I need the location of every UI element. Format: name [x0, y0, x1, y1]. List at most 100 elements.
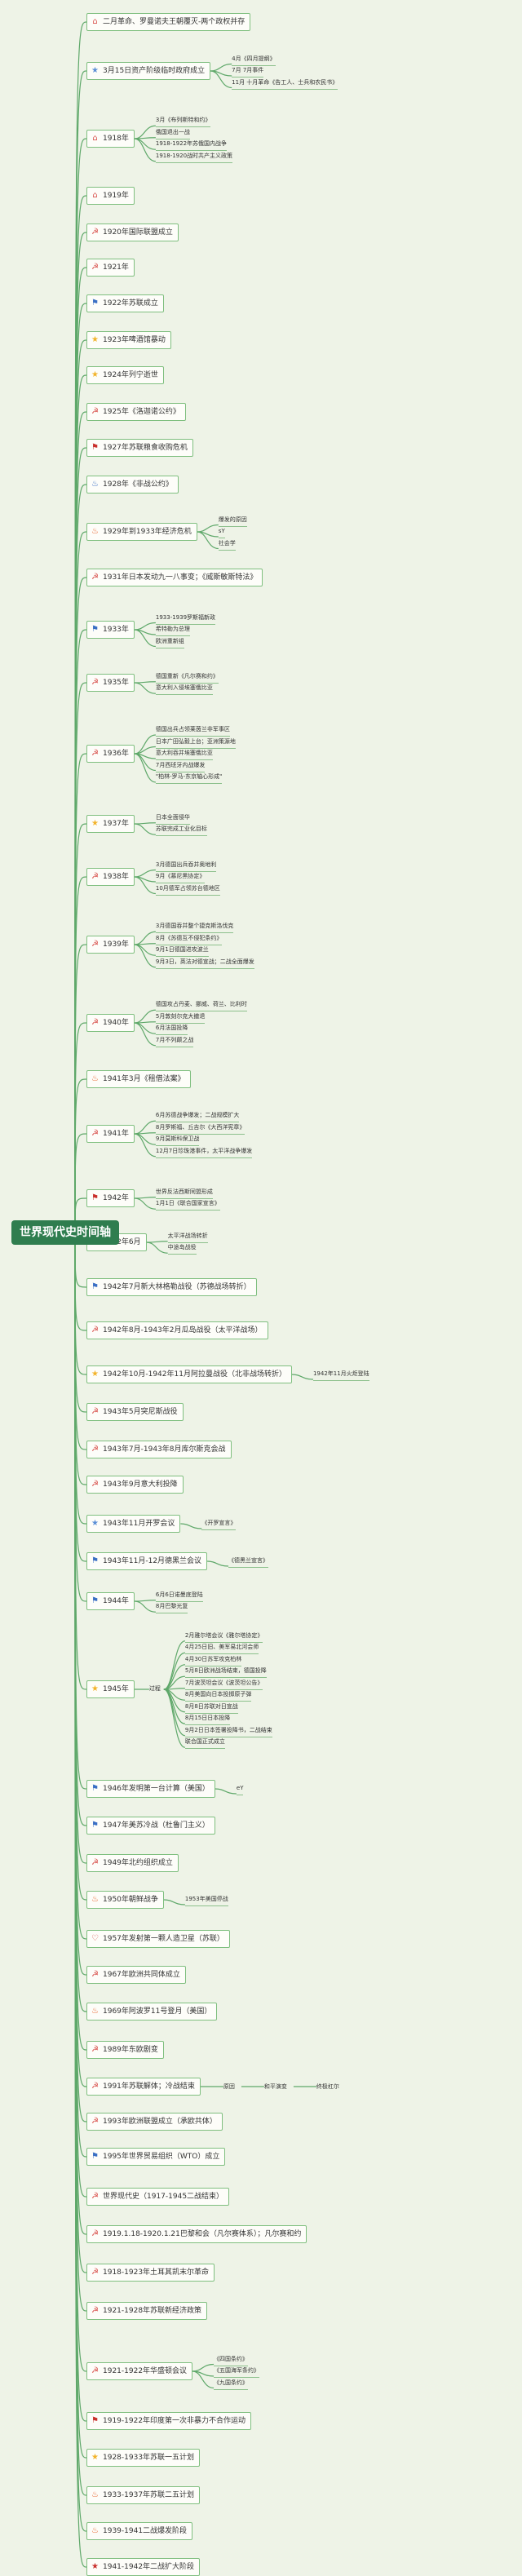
timeline-node[interactable]: ⌂1919年 [86, 187, 135, 205]
root-node[interactable]: 世界现代史时间轴 [11, 1220, 119, 1245]
leaf-note: "柏林-罗马-东京轴心形成" [155, 772, 223, 784]
timeline-node[interactable]: ⚑1942年 [86, 1189, 135, 1207]
timeline-node[interactable]: ★1942年10月-1942年11月阿拉曼战役（北非战场转折） [86, 1365, 292, 1383]
timeline-node[interactable]: ☭1935年 [86, 674, 135, 692]
node-label: 1935年 [103, 679, 129, 687]
leaf-note: 8月8日苏联对日宣战 [184, 1702, 238, 1714]
process-label: 过程 [148, 1685, 161, 1692]
timeline-node[interactable]: ⚑1946年发明第一台计算（美国） [86, 1780, 215, 1798]
timeline-node[interactable]: ☭1943年5月突尼斯战役 [86, 1403, 184, 1421]
timeline-node[interactable]: ★3月15日资产阶级临时政府成立 [86, 62, 211, 80]
flag-icon: ⚑ [91, 1556, 99, 1565]
timeline-node[interactable]: ⚑1927年苏联粮食收购危机 [86, 439, 193, 457]
heart-icon: ♡ [91, 1934, 99, 1943]
timeline-node[interactable]: ☭1921年 [86, 259, 135, 277]
timeline-node[interactable]: ☭1938年 [86, 868, 135, 886]
sickle-icon: ☭ [91, 1407, 99, 1416]
timeline-node[interactable]: ☭1931年日本发动九一八事变；《威斯敏斯特法》 [86, 569, 263, 586]
node-label: 1921年 [103, 263, 129, 272]
timeline-node[interactable]: ⚑1942年7月新大林格勒战役（苏德战场转折） [86, 1278, 257, 1296]
timeline-node[interactable]: ★1937年 [86, 815, 135, 833]
timeline-node[interactable]: ★1943年11月开罗会议 [86, 1515, 181, 1533]
timeline-node[interactable]: ♨1969年阿波罗11号登月（美国） [86, 2003, 218, 2021]
timeline-node[interactable]: ☭1920年国际联盟成立 [86, 224, 179, 241]
flag-icon: ⚑ [91, 1821, 99, 1830]
timeline-node[interactable]: ☭1943年7月-1943年8月库尔斯克会战 [86, 1441, 232, 1458]
leaf-line [134, 822, 156, 825]
leaf-line [210, 70, 232, 89]
sickle-icon: ☭ [91, 2229, 99, 2238]
timeline-node[interactable]: ☭1940年 [86, 1014, 135, 1032]
timeline-node[interactable]: ☭世界现代史（1917-1945二战结束） [86, 2188, 230, 2206]
star-icon: ★ [91, 1370, 99, 1379]
timeline-node[interactable]: ⌂二月革命、罗曼诺夫王朝覆灭-两个政权并存 [86, 13, 251, 31]
sickle-icon: ☭ [91, 872, 99, 881]
leaf-line [134, 734, 156, 755]
leaf-note: 3月《布列斯特和约》 [155, 115, 211, 128]
sickle-icon: ☭ [91, 1445, 99, 1454]
timeline-node[interactable]: ☭1942年8月-1943年2月瓜岛战役（太平洋战场） [86, 1321, 268, 1339]
branch-line [74, 876, 87, 1233]
timeline-node[interactable]: ♨1929年到1933年经济危机 [86, 523, 197, 541]
timeline-node[interactable]: ♨1928年《非战公约》 [86, 476, 179, 494]
timeline-node[interactable]: ★1941-1942年二战扩大阶段 [86, 2558, 201, 2576]
leaf-line [134, 753, 157, 783]
leaf-line [134, 1133, 156, 1145]
timeline-node[interactable]: ⚑1947年美苏冷战（杜鲁门主义） [86, 1817, 215, 1835]
timeline-node[interactable]: ⚑1922年苏联成立 [86, 294, 164, 312]
timeline-node[interactable]: ☭1936年 [86, 745, 135, 763]
timeline-node[interactable]: ☭1921-1928年苏联新经济政策 [86, 2302, 208, 2320]
leaf-note: eY [236, 1783, 244, 1795]
node-label: 1920年国际联盟成立 [103, 228, 173, 237]
timeline-node[interactable]: ☭1939年 [86, 936, 135, 954]
sickle-icon: ☭ [91, 407, 99, 416]
timeline-node[interactable]: ☭1989年东欧剧变 [86, 2041, 164, 2059]
leaf-line [180, 1523, 202, 1529]
timeline-node[interactable]: ☭1943年9月意大利投降 [86, 1476, 184, 1494]
timeline-node[interactable]: ☭1925年《洛迦诺公约》 [86, 403, 186, 421]
node-label: 1946年发明第一台计算（美国） [103, 1785, 210, 1793]
timeline-node[interactable]: ♨1950年朝鲜战争 [86, 1891, 164, 1909]
timeline-node[interactable]: ★1928-1933年苏联一五计划 [86, 2449, 201, 2467]
timeline-node[interactable]: ⌂1918年 [86, 130, 135, 148]
star-icon: ★ [91, 335, 99, 344]
home-icon: ⌂ [92, 134, 98, 143]
sickle-icon: ☭ [91, 1129, 99, 1138]
leaf-line [146, 1242, 168, 1254]
leaf-line [134, 138, 157, 162]
timeline-node[interactable]: ♨1933-1937年苏联二五计划 [86, 2486, 201, 2504]
node-label: 1931年日本发动九一八事变；《威斯敏斯特法》 [103, 573, 258, 582]
timeline-node[interactable]: ♡ 1957年发射第一颗人造卫星（苏联） [86, 1930, 230, 1948]
timeline-node[interactable]: ☭1967年欧洲共同体成立 [86, 1966, 186, 1984]
leaf-line [134, 1133, 157, 1157]
timeline-node[interactable]: ⚑1995年世界贸易组织（WTO）成立 [86, 2148, 226, 2166]
timeline-node[interactable]: ⚑1919-1922年印度第一次非暴力不合作运动 [86, 2412, 252, 2430]
node-label: 1957年发射第一颗人造卫星（苏联） [103, 1935, 224, 1943]
timeline-node[interactable]: ☭1991年苏联解体；冷战结束 [86, 2078, 201, 2096]
timeline-node[interactable]: ♨1939-1941二战爆发阶段 [86, 2522, 193, 2540]
node-label: 1921-1922年华盛顿会议 [103, 2367, 188, 2375]
flame-icon: ♨ [91, 2490, 99, 2499]
star-icon: ★ [91, 2562, 99, 2571]
timeline-node[interactable]: ★1945年 [86, 1680, 135, 1698]
timeline-node[interactable]: ☭1941年 [86, 1125, 135, 1143]
timeline-node[interactable]: ☭1993年欧洲联盟成立（承欧共体） [86, 2113, 223, 2131]
timeline-node[interactable]: ☭1949年北约组织成立 [86, 1854, 179, 1872]
branch-line [74, 1232, 87, 1602]
timeline-node[interactable]: ⚑1943年11月-12月德黑兰会议 [86, 1552, 208, 1570]
timeline-node[interactable]: ♨1941年3月《租借法案》 [86, 1070, 191, 1088]
leaf-line [134, 823, 156, 835]
leaf-note: 5月8日欧洲战场结束，德国投降 [184, 1666, 267, 1679]
timeline-node[interactable]: ★1924年列宁逝世 [86, 366, 164, 384]
node-label: 1919年 [103, 192, 129, 200]
timeline-node[interactable]: ⚑1944年 [86, 1592, 135, 1610]
star-icon: ★ [91, 370, 99, 379]
node-label: 1919.1.18-1920.1.21巴黎和会（凡尔赛体系）；凡尔赛和约 [103, 2230, 302, 2238]
timeline-node[interactable]: ☭ 1919.1.18-1920.1.21巴黎和会（凡尔赛体系）；凡尔赛和约 [86, 2225, 307, 2243]
node-label: 3月15日资产阶级临时政府成立 [103, 67, 206, 75]
timeline-node[interactable]: ☭1921-1922年华盛顿会议 [86, 2362, 193, 2380]
timeline-node[interactable]: ☭1918-1923年土耳其凯末尔革命 [86, 2264, 215, 2282]
leaf-note: 4月《四月提纲》 [232, 54, 276, 66]
timeline-node[interactable]: ⚑1933年 [86, 621, 135, 639]
timeline-node[interactable]: ★1923年啤酒馆暴动 [86, 331, 171, 349]
